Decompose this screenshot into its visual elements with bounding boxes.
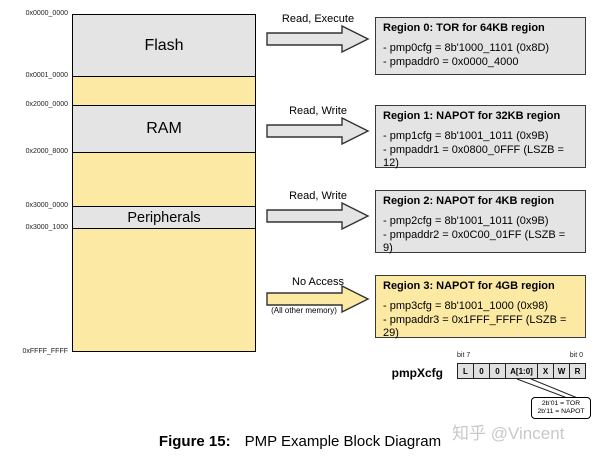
bit-cell-L: L bbox=[457, 363, 474, 379]
arrow-label-read-execute: Read, Execute bbox=[281, 13, 355, 25]
bit-cell-0a: 0 bbox=[473, 363, 490, 379]
region-cfg-line: - pmp3cfg = 8b'1001_1000 (0x98) bbox=[383, 300, 549, 312]
bit-cell-A: A[1:0] bbox=[505, 363, 538, 379]
arrow-sublabel-all-other-memory: (All other memory) bbox=[271, 306, 337, 315]
memory-segment-ram: RAM bbox=[73, 106, 255, 153]
region-title: Region 0: TOR for 64KB region bbox=[383, 22, 545, 34]
pmpxcfg-bit-row: L 0 0 A[1:0] X W R bbox=[457, 363, 586, 379]
memory-segment-unallocated-2 bbox=[73, 153, 255, 207]
bit7-label: bit 7 bbox=[457, 352, 471, 359]
callout-connector-lines bbox=[516, 378, 581, 400]
segment-label: Flash bbox=[144, 36, 184, 54]
region-title: Region 3: NAPOT for 4GB region bbox=[383, 280, 555, 292]
memory-segment-flash: Flash bbox=[73, 15, 255, 77]
address-label: 0x0000_0000 bbox=[25, 10, 68, 17]
region-cfg-line: - pmp0cfg = 8b'1000_1101 (0x8D) bbox=[383, 42, 550, 54]
bit-cell-W: W bbox=[553, 363, 570, 379]
figure-caption: Figure 15: PMP Example Block Diagram bbox=[0, 433, 600, 450]
region-3-box: Region 3: NAPOT for 4GB region - pmp3cfg… bbox=[375, 275, 586, 340]
address-label: 0x3000_0000 bbox=[25, 202, 68, 209]
arrow-label-read-write-2: Read, Write bbox=[289, 190, 347, 202]
pmpxcfg-register-label: pmpXcfg bbox=[391, 366, 443, 380]
right-arrow-icon bbox=[266, 201, 370, 231]
memory-segment-peripherals: Peripherals bbox=[73, 207, 255, 229]
memory-segment-unallocated-1 bbox=[73, 77, 255, 106]
memory-segment-unallocated-3 bbox=[73, 229, 255, 351]
region-0-box: Region 0: TOR for 64KB region - pmp0cfg … bbox=[375, 17, 586, 75]
watermark: 知乎 @Vincent bbox=[452, 424, 565, 443]
region-1-box: Region 1: NAPOT for 32KB region - pmp1cf… bbox=[375, 105, 586, 170]
bit0-label: bit 0 bbox=[569, 352, 583, 359]
bit-cell-0b: 0 bbox=[489, 363, 506, 379]
bit-cell-X: X bbox=[537, 363, 554, 379]
address-label: 0x2000_8000 bbox=[25, 148, 68, 155]
right-arrow-icon bbox=[266, 116, 370, 146]
address-label: 0x2000_0000 bbox=[25, 101, 68, 108]
address-label: 0x3000_1000 bbox=[25, 224, 68, 231]
callout-napot-line: 2b'11 = NAPOT bbox=[537, 408, 585, 415]
region-title: Region 1: NAPOT for 32KB region bbox=[383, 110, 561, 122]
bit-cell-R: R bbox=[569, 363, 586, 379]
right-arrow-icon bbox=[266, 284, 370, 314]
segment-label: Peripherals bbox=[127, 209, 201, 226]
region-addr-line: - pmpaddr2 = 0x0C00_01FF (LSZB = 9) bbox=[383, 228, 566, 255]
region-cfg-line: - pmp2cfg = 8b'1001_1011 (0x9B) bbox=[383, 215, 549, 227]
region-addr-line: - pmpaddr1 = 0x0800_0FFF (LSZB = 12) bbox=[383, 143, 564, 170]
region-addr-line: - pmpaddr0 = 0x0000_4000 bbox=[383, 55, 519, 68]
right-arrow-icon bbox=[266, 24, 370, 54]
region-2-box: Region 2: NAPOT for 4KB region - pmp2cfg… bbox=[375, 190, 586, 255]
address-label: 0x0001_0000 bbox=[25, 72, 68, 79]
a-field-encoding-callout: 2b'01 = TOR 2b'11 = NAPOT bbox=[531, 397, 591, 419]
callout-tor-line: 2b'01 = TOR bbox=[541, 400, 581, 407]
figure-number: Figure 15: bbox=[158, 433, 231, 450]
segment-label: RAM bbox=[146, 120, 182, 137]
region-title: Region 2: NAPOT for 4KB region bbox=[383, 195, 555, 207]
address-label: 0xFFFF_FFFF bbox=[22, 348, 69, 355]
figure-title: PMP Example Block Diagram bbox=[244, 433, 442, 450]
region-cfg-line: - pmp1cfg = 8b'1001_1011 (0x9B) bbox=[383, 130, 549, 142]
region-addr-line: - pmpaddr3 = 0x1FFF_FFFF (LSZB = 29) bbox=[383, 313, 567, 340]
arrow-label-read-write-1: Read, Write bbox=[289, 105, 347, 117]
arrow-label-no-access: No Access bbox=[292, 276, 344, 288]
memory-map: Flash RAM Peripherals bbox=[72, 14, 256, 352]
